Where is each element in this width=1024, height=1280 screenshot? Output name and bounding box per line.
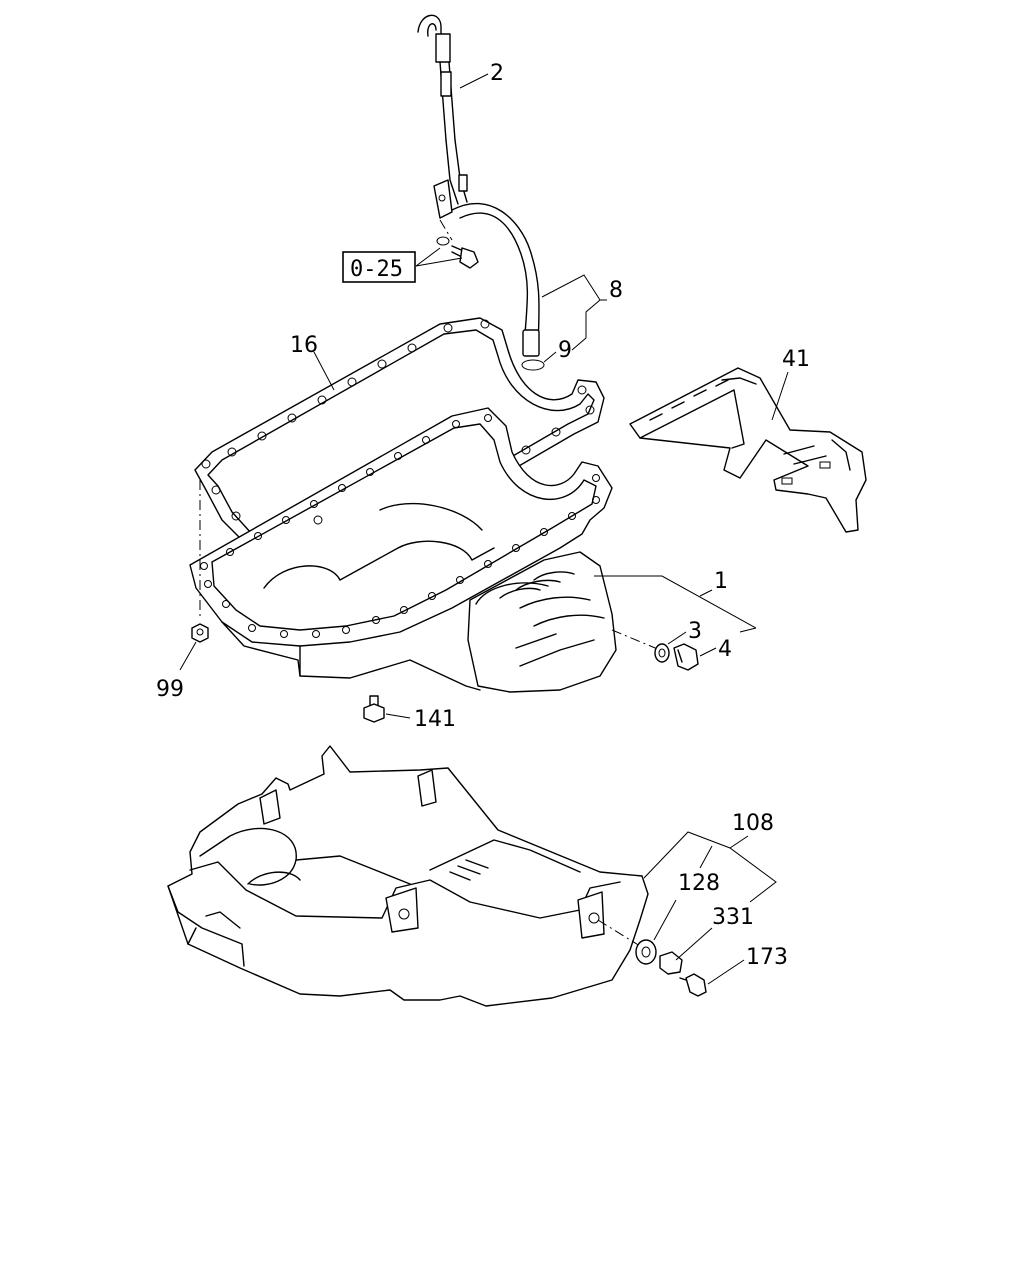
upper-oil-pan bbox=[189, 407, 661, 693]
dipstick-assembly bbox=[415, 14, 545, 371]
drain-plug-parts bbox=[654, 643, 699, 671]
callout-128: 128 bbox=[678, 871, 720, 896]
callout-8: 8 bbox=[609, 278, 623, 303]
lower-pan-fasteners bbox=[635, 939, 707, 997]
callout-41: 41 bbox=[782, 347, 810, 372]
callout-9: 9 bbox=[558, 338, 572, 363]
stud-99 bbox=[191, 480, 209, 643]
gasket-bolt-holes bbox=[201, 319, 595, 543]
callout-16: 16 bbox=[290, 333, 318, 358]
callout-108: 108 bbox=[732, 811, 774, 836]
callout-141: 141 bbox=[414, 707, 456, 732]
bolt-141 bbox=[363, 695, 385, 723]
callout-4: 4 bbox=[718, 637, 732, 662]
callout-173: 173 bbox=[746, 945, 788, 970]
lower-oil-pan bbox=[167, 745, 649, 1007]
callout-331: 331 bbox=[712, 905, 754, 930]
reference-box: 0-25 bbox=[342, 251, 416, 283]
reference-label: 0-25 bbox=[350, 257, 403, 282]
callout-99: 99 bbox=[156, 677, 184, 702]
callout-1: 1 bbox=[714, 569, 728, 594]
callout-2: 2 bbox=[490, 61, 504, 86]
callout-3: 3 bbox=[688, 619, 702, 644]
pan-flange-holes bbox=[200, 414, 600, 638]
stiffener-41 bbox=[629, 367, 867, 533]
bolt-reference bbox=[436, 236, 479, 269]
